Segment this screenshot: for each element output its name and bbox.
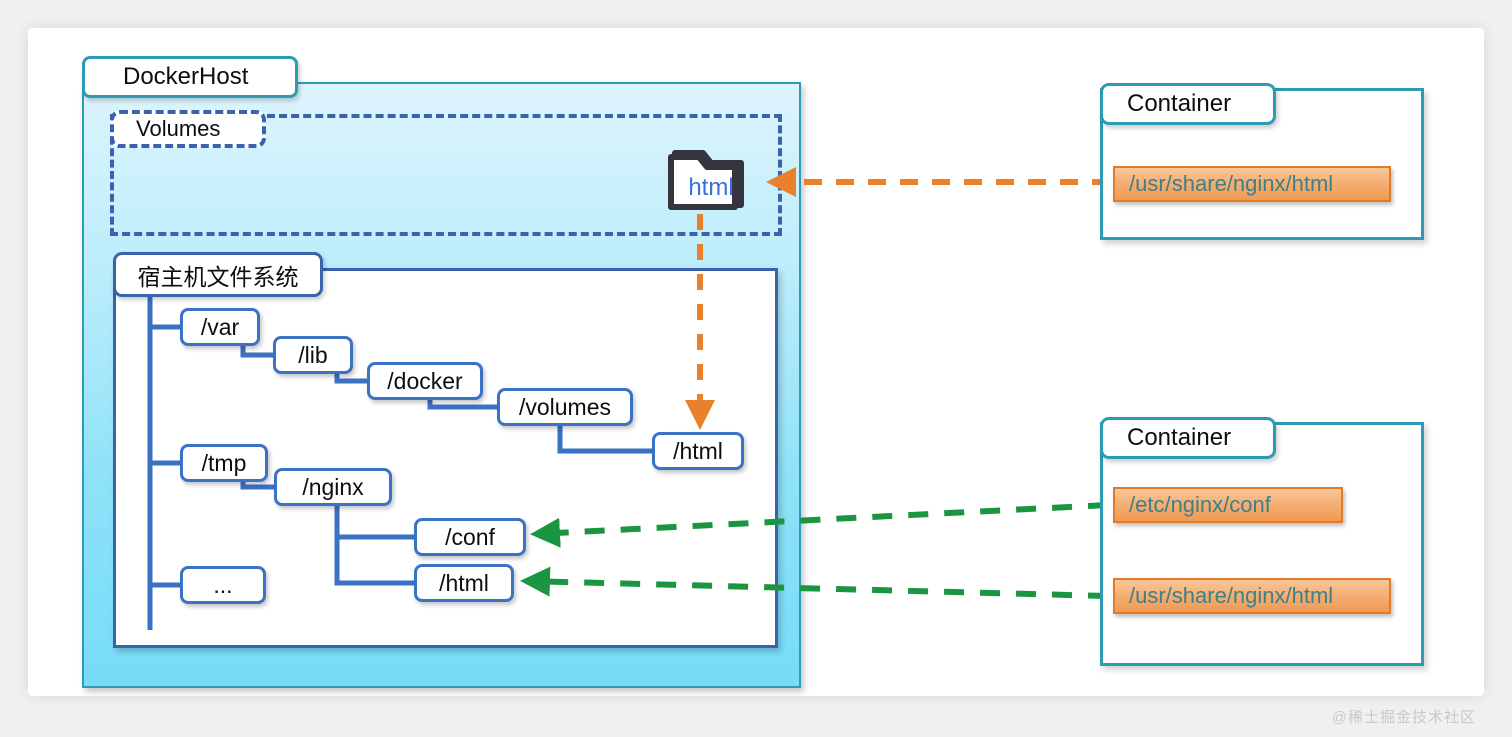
tree-node: /docker [367, 362, 483, 400]
dockerhost-title: DockerHost [82, 56, 298, 98]
folder-icon [668, 150, 744, 210]
container-mount-path: /usr/share/nginx/html [1113, 166, 1391, 202]
tree-node: /lib [273, 336, 353, 374]
watermark: @稀土掘金技术社区 [1331, 709, 1476, 726]
tree-node: /conf [414, 518, 526, 556]
container-title: Container [1100, 417, 1276, 459]
volumes-title: Volumes [110, 110, 266, 148]
tree-node: /volumes [497, 388, 633, 426]
tree-node: ... [180, 566, 266, 604]
tree-node: /html [652, 432, 744, 470]
host-filesystem-title: 宿主机文件系统 [113, 252, 323, 297]
container-mount-path: /etc/nginx/conf [1113, 487, 1343, 523]
tree-node: /tmp [180, 444, 268, 482]
container-mount-path: /usr/share/nginx/html [1113, 578, 1391, 614]
container-title: Container [1100, 83, 1276, 125]
tree-node: /var [180, 308, 260, 346]
tree-node: /nginx [274, 468, 392, 506]
tree-node: /html [414, 564, 514, 602]
